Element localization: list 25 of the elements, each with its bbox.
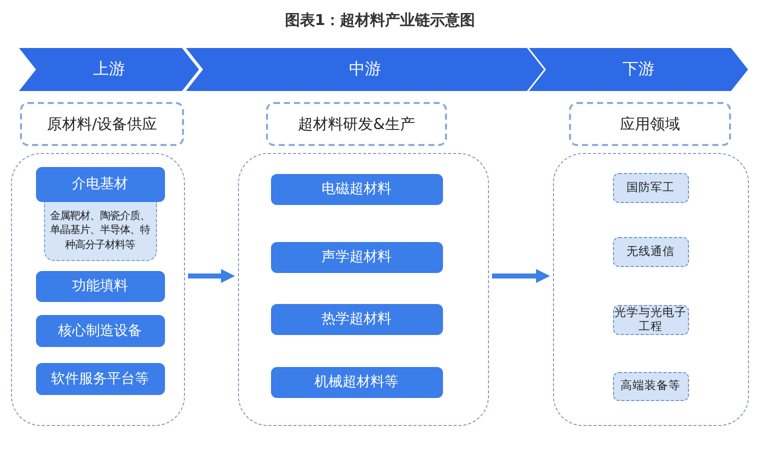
heading-box: 原材料/设备供应	[20, 102, 184, 146]
application-box: 国防军工	[612, 172, 688, 202]
category-box: 核心制造设备	[36, 314, 164, 346]
application-box: 高端装备等	[612, 372, 688, 400]
category-box: 功能填料	[36, 270, 164, 302]
heading-box: 超材料研发&生产	[266, 102, 447, 146]
category-box: 声学超材料	[270, 242, 442, 272]
title: 图表1：超材料产业链示意图	[284, 10, 476, 30]
chevron-banner: 上游	[19, 48, 199, 91]
dashed-panel	[553, 153, 749, 426]
detail-box: 金属靶材、陶瓷介质、单晶基片、半导体、特种高分子材料等	[44, 202, 156, 260]
dashed-panel	[11, 153, 185, 426]
dashed-panel	[238, 153, 489, 426]
chevron-banner: 下游	[529, 48, 748, 91]
arrow	[188, 269, 235, 283]
chevron-banner: 中游	[186, 48, 544, 91]
application-box: 无线通信	[612, 236, 688, 266]
category-box: 介电基材	[36, 166, 164, 202]
category-box: 机械超材料等	[270, 366, 442, 398]
arrow	[492, 269, 550, 283]
category-box: 热学超材料	[270, 304, 442, 334]
application-box: 光学与光电子工程	[612, 304, 688, 334]
category-box: 软件服务平台等	[36, 362, 164, 394]
category-box: 电磁超材料	[270, 174, 442, 204]
heading-box: 应用领域	[569, 102, 731, 146]
